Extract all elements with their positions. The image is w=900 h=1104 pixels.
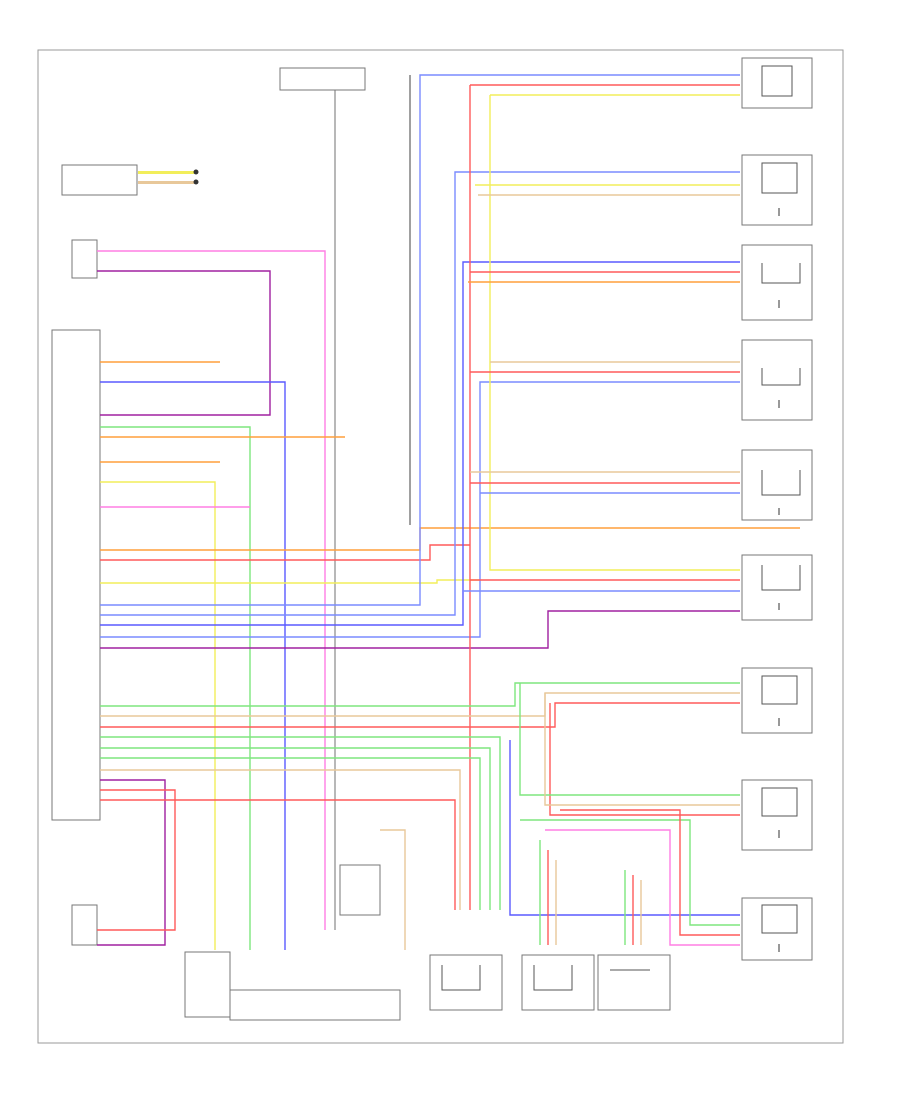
wire-green-bus-1: [100, 682, 740, 707]
wire-blue-long: [100, 381, 286, 950]
sensor-7-icon: [761, 675, 798, 705]
wire-blue-bus-3: [100, 261, 740, 626]
sensor-5-box: [741, 449, 813, 521]
sensor-bottom-2-box: [521, 954, 595, 1011]
wire-blue-bus-1: [100, 74, 740, 606]
wire-ic-tan: [138, 181, 194, 184]
diagram-border: [37, 49, 844, 1044]
wire-s8-red: [549, 703, 740, 816]
splice-dot: [193, 179, 199, 185]
wire-green-bus-2: [100, 736, 501, 910]
sensor-bottom-2-icon: [533, 965, 573, 991]
wire-green-1: [100, 426, 251, 950]
sensor-9-box: [741, 897, 813, 961]
sensor-8-icon: [761, 787, 798, 817]
wire-yellow-1: [100, 481, 216, 950]
sensor-3: [741, 244, 813, 321]
sensor-1: [741, 57, 813, 109]
splice-dot: [193, 169, 199, 175]
wire-s9-red: [560, 809, 740, 936]
wire-purple-bus: [100, 610, 740, 649]
sensor-bottom-1: [429, 954, 503, 1011]
wire-green-bus-3: [100, 747, 491, 910]
wire-red-bottom-2: [100, 799, 456, 910]
wire-tan-bus-2: [100, 769, 461, 910]
switch-box: [339, 864, 381, 916]
instrument-cluster-box: [61, 164, 138, 196]
sensor-2-box: [741, 154, 813, 226]
connector-bottom-left: [71, 904, 98, 946]
sensor-5: [741, 449, 813, 521]
wire-purple-bottom: [97, 779, 166, 946]
sensor-3-icon: [761, 263, 801, 284]
sensor-bottom-1-box: [429, 954, 503, 1011]
sensor-9: [741, 897, 813, 961]
sensor-9-icon: [761, 904, 798, 934]
sensor-8: [741, 779, 813, 851]
sensor-bottom-2: [521, 954, 595, 1011]
sensor-4-icon: [761, 368, 801, 386]
sensor-bottom-3: [597, 954, 671, 1011]
connector-top-left: [71, 239, 98, 279]
wire-s9-green: [520, 819, 740, 926]
control-module-box: [51, 329, 101, 821]
sensor-2: [741, 154, 813, 226]
wire-pink-top: [97, 250, 326, 930]
sensor-bottom-3-box: [597, 954, 671, 1011]
sensor-8-box: [741, 779, 813, 851]
wire-red-bus-2: [100, 702, 740, 728]
sensor-6-icon: [761, 565, 801, 591]
sensor-bottom-1-icon: [441, 965, 481, 991]
fuse-block: [279, 67, 366, 91]
wire-blue-bus-4: [100, 381, 740, 638]
sensor-4-box: [741, 339, 813, 421]
sensor-6-box: [741, 554, 813, 621]
wire-ic-yellow: [138, 171, 194, 174]
wire-s8-tan: [544, 693, 740, 806]
switch-component: [184, 951, 231, 1018]
wire-yellow-bus: [100, 579, 480, 584]
wire-orange-bus: [100, 527, 800, 551]
wire-blue-bus-2: [100, 171, 740, 616]
wire-purple-loop: [97, 270, 271, 416]
wire-red-bus: [100, 544, 470, 561]
wire-red-bottom: [97, 789, 176, 931]
sensor-7: [741, 667, 813, 734]
wire-yellow-vertical: [489, 95, 740, 571]
sensor-6: [741, 554, 813, 621]
sensor-7-box: [741, 667, 813, 734]
wire-green-bus-4: [100, 757, 481, 910]
wire-s9-blue: [509, 740, 740, 916]
wire-s9-pink: [545, 829, 740, 946]
sensor-2-icon: [761, 162, 798, 194]
sensor-4: [741, 339, 813, 421]
sensor-5-icon: [761, 470, 801, 496]
ground-bus: [229, 989, 401, 1021]
wire-tan-switch: [380, 829, 406, 950]
wire-s8-green: [519, 683, 740, 796]
sensor-1-icon: [761, 65, 793, 97]
wire-tan-bus: [100, 692, 740, 717]
